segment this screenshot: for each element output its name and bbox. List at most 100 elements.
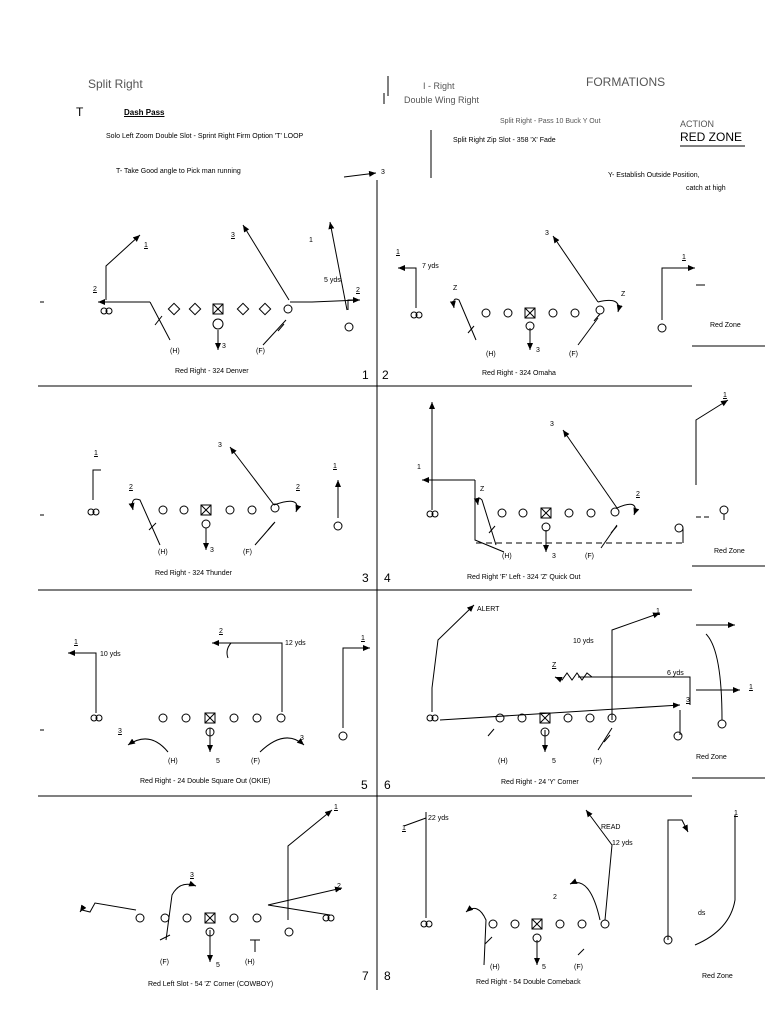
route-num: 2: [296, 484, 300, 491]
player-h: (H): [490, 964, 500, 971]
header-t: T: [76, 105, 84, 119]
player-f: (F): [569, 351, 578, 358]
play-6-note: 6 yds: [667, 670, 684, 677]
header-arrow: [343, 170, 377, 178]
play-8-note: READ: [601, 824, 621, 831]
route-num: 1: [396, 249, 400, 256]
route-num: 1: [333, 463, 337, 470]
player-f: (F): [160, 959, 169, 966]
route-num: 2: [129, 484, 133, 491]
play-1-title: Red Right - 324 Denver: [175, 368, 249, 375]
route-num: 3: [222, 343, 226, 350]
route-num: 1: [417, 464, 421, 471]
player-f: (F): [574, 964, 583, 971]
header-y-establish: Y- Establish Outside Position,: [608, 172, 700, 179]
play-2-line: [410, 305, 667, 333]
play-7-title: Red Left Slot - 54 'Z' Corner (COWBOY): [148, 981, 274, 988]
play-2-number: 2: [382, 368, 389, 382]
play-8-line: [420, 918, 673, 945]
route-num: 3: [218, 442, 222, 449]
route-num: 3: [552, 553, 556, 560]
play-1-routes: [98, 221, 361, 350]
side-red-zone: Red Zone: [714, 548, 745, 555]
play-6-line: [426, 712, 683, 741]
play-1-line: [100, 302, 354, 332]
route-num: 2: [93, 286, 97, 293]
route-num: 5: [216, 758, 220, 765]
side-ds: ds: [698, 910, 706, 917]
player-h: (H): [498, 758, 508, 765]
route-num: Z: [480, 486, 485, 493]
header-split-right-zip: Split Right Zip Slot - 358 'X' Fade: [453, 137, 556, 144]
play-8-routes: [403, 809, 736, 966]
player-f: (F): [251, 758, 260, 765]
route-num: 1: [334, 804, 338, 811]
route-num: 2: [219, 628, 223, 635]
play-4-routes: [422, 402, 684, 553]
play-5-note: 12 yds: [285, 640, 306, 647]
route-num: 1: [94, 450, 98, 457]
header-dash-pass: Dash Pass: [124, 108, 165, 117]
header-solo-left: Solo Left Zoom Double Slot - Sprint Righ…: [106, 133, 304, 140]
header-double-wing: Double Wing Right: [404, 95, 480, 105]
play-4-title: Red Right 'F' Left - 324 'Z' Quick Out: [467, 574, 581, 581]
route-num: 1: [723, 392, 727, 399]
header-t-take: T- Take Good angle to Pick man running: [116, 168, 241, 175]
route-num: 1: [361, 635, 365, 642]
play-6-note: 10 yds: [573, 638, 594, 645]
play-7-line: [135, 912, 335, 937]
header-formations: FORMATIONS: [586, 75, 666, 89]
route-num: 1: [749, 684, 753, 691]
route-num: 3: [190, 872, 194, 879]
route-num: 1: [74, 639, 78, 646]
play-8-title: Red Right - 54 Double Comeback: [476, 979, 581, 986]
play-5-title: Red Right - 24 Double Square Out (OKIE): [140, 778, 271, 785]
header-i-right: I - Right: [423, 81, 455, 91]
route-num: 3: [545, 230, 549, 237]
play-5-routes: [68, 640, 370, 753]
route-num: 3: [686, 697, 690, 704]
route-num: 1: [656, 608, 660, 615]
route-num: 3: [210, 547, 214, 554]
play-5-note: 10 yds: [100, 651, 121, 658]
play-8-note: 22 yds: [428, 815, 449, 822]
play-6-note: ALERT: [477, 606, 500, 613]
play-8-note: 12 yds: [612, 840, 633, 847]
route-num: Z: [552, 662, 557, 669]
route-num: 5: [542, 964, 546, 971]
play-2-note: 7 yds: [422, 263, 439, 270]
route-num: 2: [356, 287, 360, 294]
route-num: 3: [118, 728, 122, 735]
route-num: 3: [536, 347, 540, 354]
header-arrow-3: 3: [381, 169, 385, 176]
player-f: (F): [585, 553, 594, 560]
play-5-line: [90, 712, 348, 741]
route-num: 5: [216, 962, 220, 969]
play-3-routes: [92, 446, 341, 550]
play-1-note: 5 yds: [324, 277, 341, 284]
route-num: 3: [231, 232, 235, 239]
route-num: 3: [550, 421, 554, 428]
player-f: (F): [243, 549, 252, 556]
side-red-zone: Red Zone: [696, 754, 727, 761]
play-1-number: 1: [362, 368, 369, 382]
play-2-title: Red Right - 324 Omaha: [482, 370, 556, 377]
route-num: 5: [552, 758, 556, 765]
play-6-routes: [431, 604, 691, 752]
header-action: ACTION: [680, 119, 715, 129]
play-8-number: 8: [384, 969, 391, 983]
route-num: 1: [402, 825, 406, 832]
play-2-routes: [398, 235, 695, 350]
play-3-line: [87, 503, 343, 531]
player-h: (H): [486, 351, 496, 358]
header-catch-high: catch at high: [686, 185, 726, 192]
route-num: 1: [309, 237, 313, 244]
route-num: 2: [553, 894, 557, 901]
side-red-zone: Red Zone: [710, 322, 741, 329]
player-f: (F): [593, 758, 602, 765]
play-4-line: [426, 507, 684, 533]
header-split-right-pass: Split Right - Pass 10 Buck Y Out: [500, 118, 601, 125]
header-split-right: Split Right: [88, 77, 143, 91]
route-num: 2: [337, 883, 341, 890]
